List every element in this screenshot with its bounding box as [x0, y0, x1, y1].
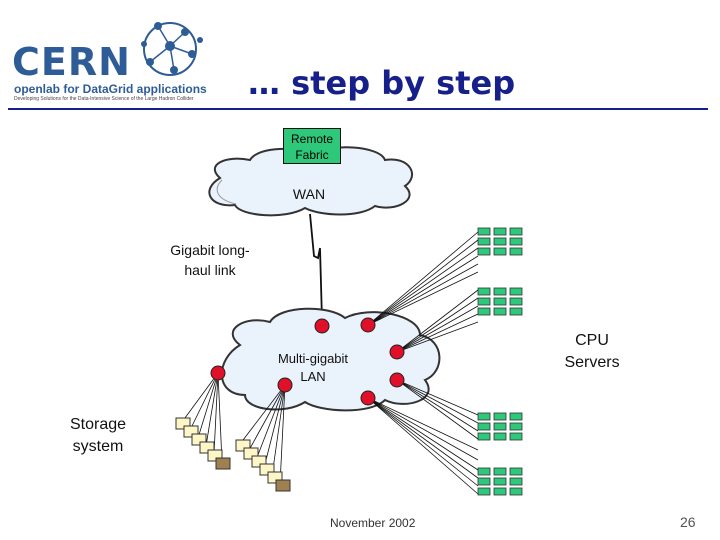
router-node: [389, 372, 405, 388]
logo-subtitle: openlab for DataGrid applications: [14, 82, 207, 96]
router-node: [389, 344, 405, 360]
cpu-links-top: [367, 231, 479, 353]
title-rule: [8, 108, 708, 110]
storage-links: [181, 372, 286, 485]
disk-stack: [175, 417, 231, 470]
lan-label: Multi-gigabit LAN: [277, 351, 349, 384]
page-number: 26: [680, 514, 696, 530]
longhaul-link: [309, 213, 323, 321]
router-node: [360, 317, 376, 333]
router-node: [314, 318, 330, 334]
remote-fabric-label: Remote Fabric: [290, 132, 334, 162]
logo-tagline: Developing Solutions for the Data-Intens…: [14, 96, 194, 102]
cpu-servers-label: CPU Servers: [564, 332, 620, 371]
remote-fabric-box: Remote Fabric: [283, 128, 341, 164]
server-rack: [477, 287, 523, 316]
storage-label: Storage system: [69, 416, 127, 455]
wan-label: WAN: [292, 186, 326, 202]
router-node: [360, 390, 376, 406]
lan-cloud: [220, 307, 441, 412]
cpu-links-bottom: [367, 379, 479, 495]
storage-disks: [175, 417, 291, 492]
disk-stack: [235, 439, 291, 492]
server-rack: [477, 412, 523, 441]
slide-title: … step by step: [248, 64, 516, 102]
logo-grid-icon: [141, 22, 203, 76]
server-rack: [477, 227, 523, 256]
router-node: [210, 365, 226, 381]
wan-cloud: [208, 146, 414, 217]
footer-date: November 2002: [330, 516, 416, 530]
longhaul-link-label: Gigabit long- haul link: [170, 242, 250, 278]
router-node: [277, 377, 293, 393]
cpu-server-racks: [477, 227, 523, 496]
server-rack: [477, 467, 523, 496]
logo-wordmark: CERN: [12, 40, 131, 84]
router-nodes: [210, 317, 405, 406]
